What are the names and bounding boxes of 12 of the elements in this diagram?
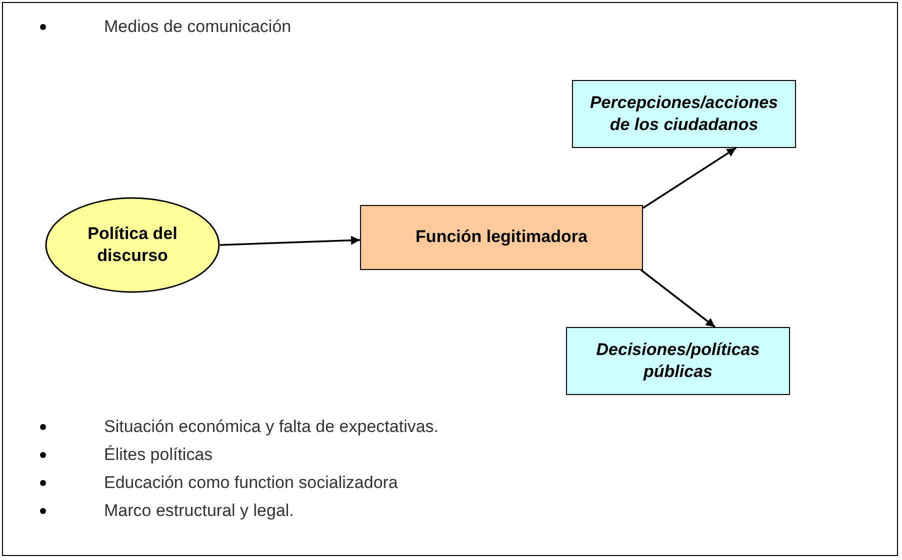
process-box: Función legitimadora (360, 205, 643, 270)
process-box: Percepciones/acciones de los ciudadanos (572, 80, 796, 148)
arrow (220, 236, 360, 246)
arrow (642, 147, 736, 209)
bullet-item: Medios de comunicación (36, 17, 292, 37)
ellipse-node: Política del discurso (45, 197, 220, 293)
process-box: Decisiones/políticas públicas (566, 327, 790, 395)
bullet-item: Educación como function socializadora (36, 473, 398, 493)
arrow (640, 269, 716, 328)
bullet-item: Situación económica y falta de expectativas. (36, 417, 439, 437)
bullet-item: Élites políticas (36, 445, 213, 465)
bullet-item: Marco estructural y legal. (36, 501, 294, 521)
